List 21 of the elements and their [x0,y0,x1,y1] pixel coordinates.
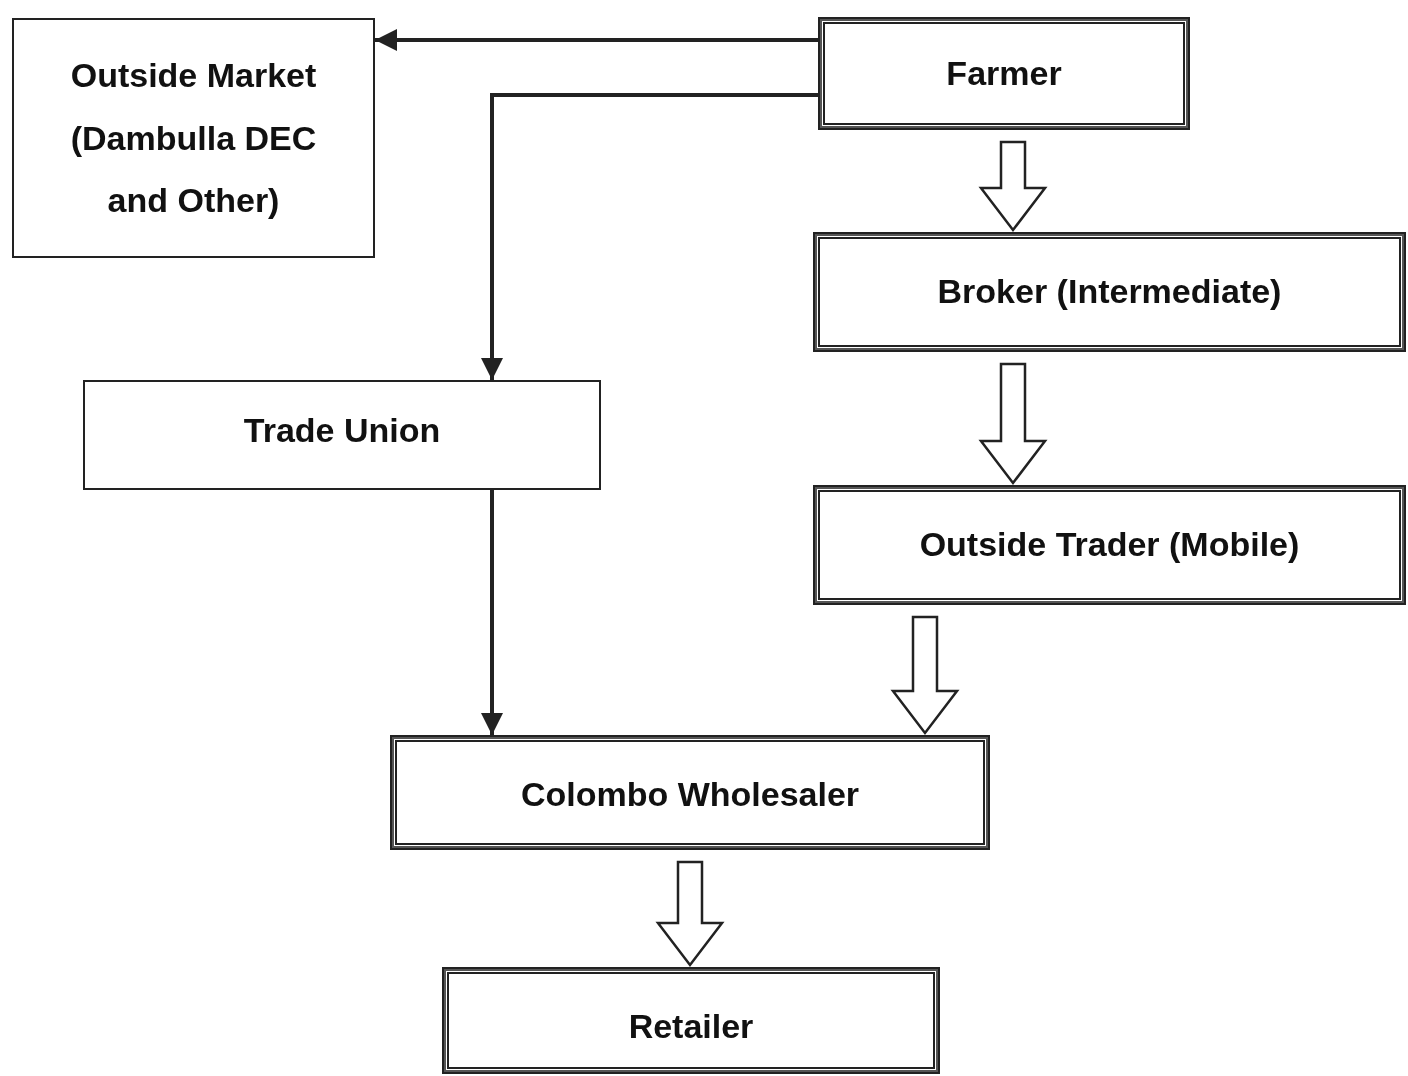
node-label: Outside Market (Dambulla DEC and Other) [69,54,318,222]
arrow [481,490,503,735]
arrow [375,29,818,51]
arrow [481,93,818,380]
node-label: Outside Trader (Mobile) [919,524,1300,566]
block-arrow [978,140,1048,233]
node-label: Retailer [628,1006,754,1047]
node-label: Farmer [946,52,1062,94]
process-box [818,17,1190,130]
process-box [813,232,1406,352]
block-arrow [655,860,725,968]
block-arrow [978,362,1048,486]
process-box [83,380,601,490]
process-box [813,485,1406,605]
node-label: Colombo Wholesaler [520,774,860,815]
node-label: Broker (Intermediate) [937,271,1282,313]
block-arrow [890,615,960,736]
node-label: Trade Union [243,410,441,451]
process-box [12,18,375,258]
process-box [442,967,940,1074]
process-box [390,735,990,850]
